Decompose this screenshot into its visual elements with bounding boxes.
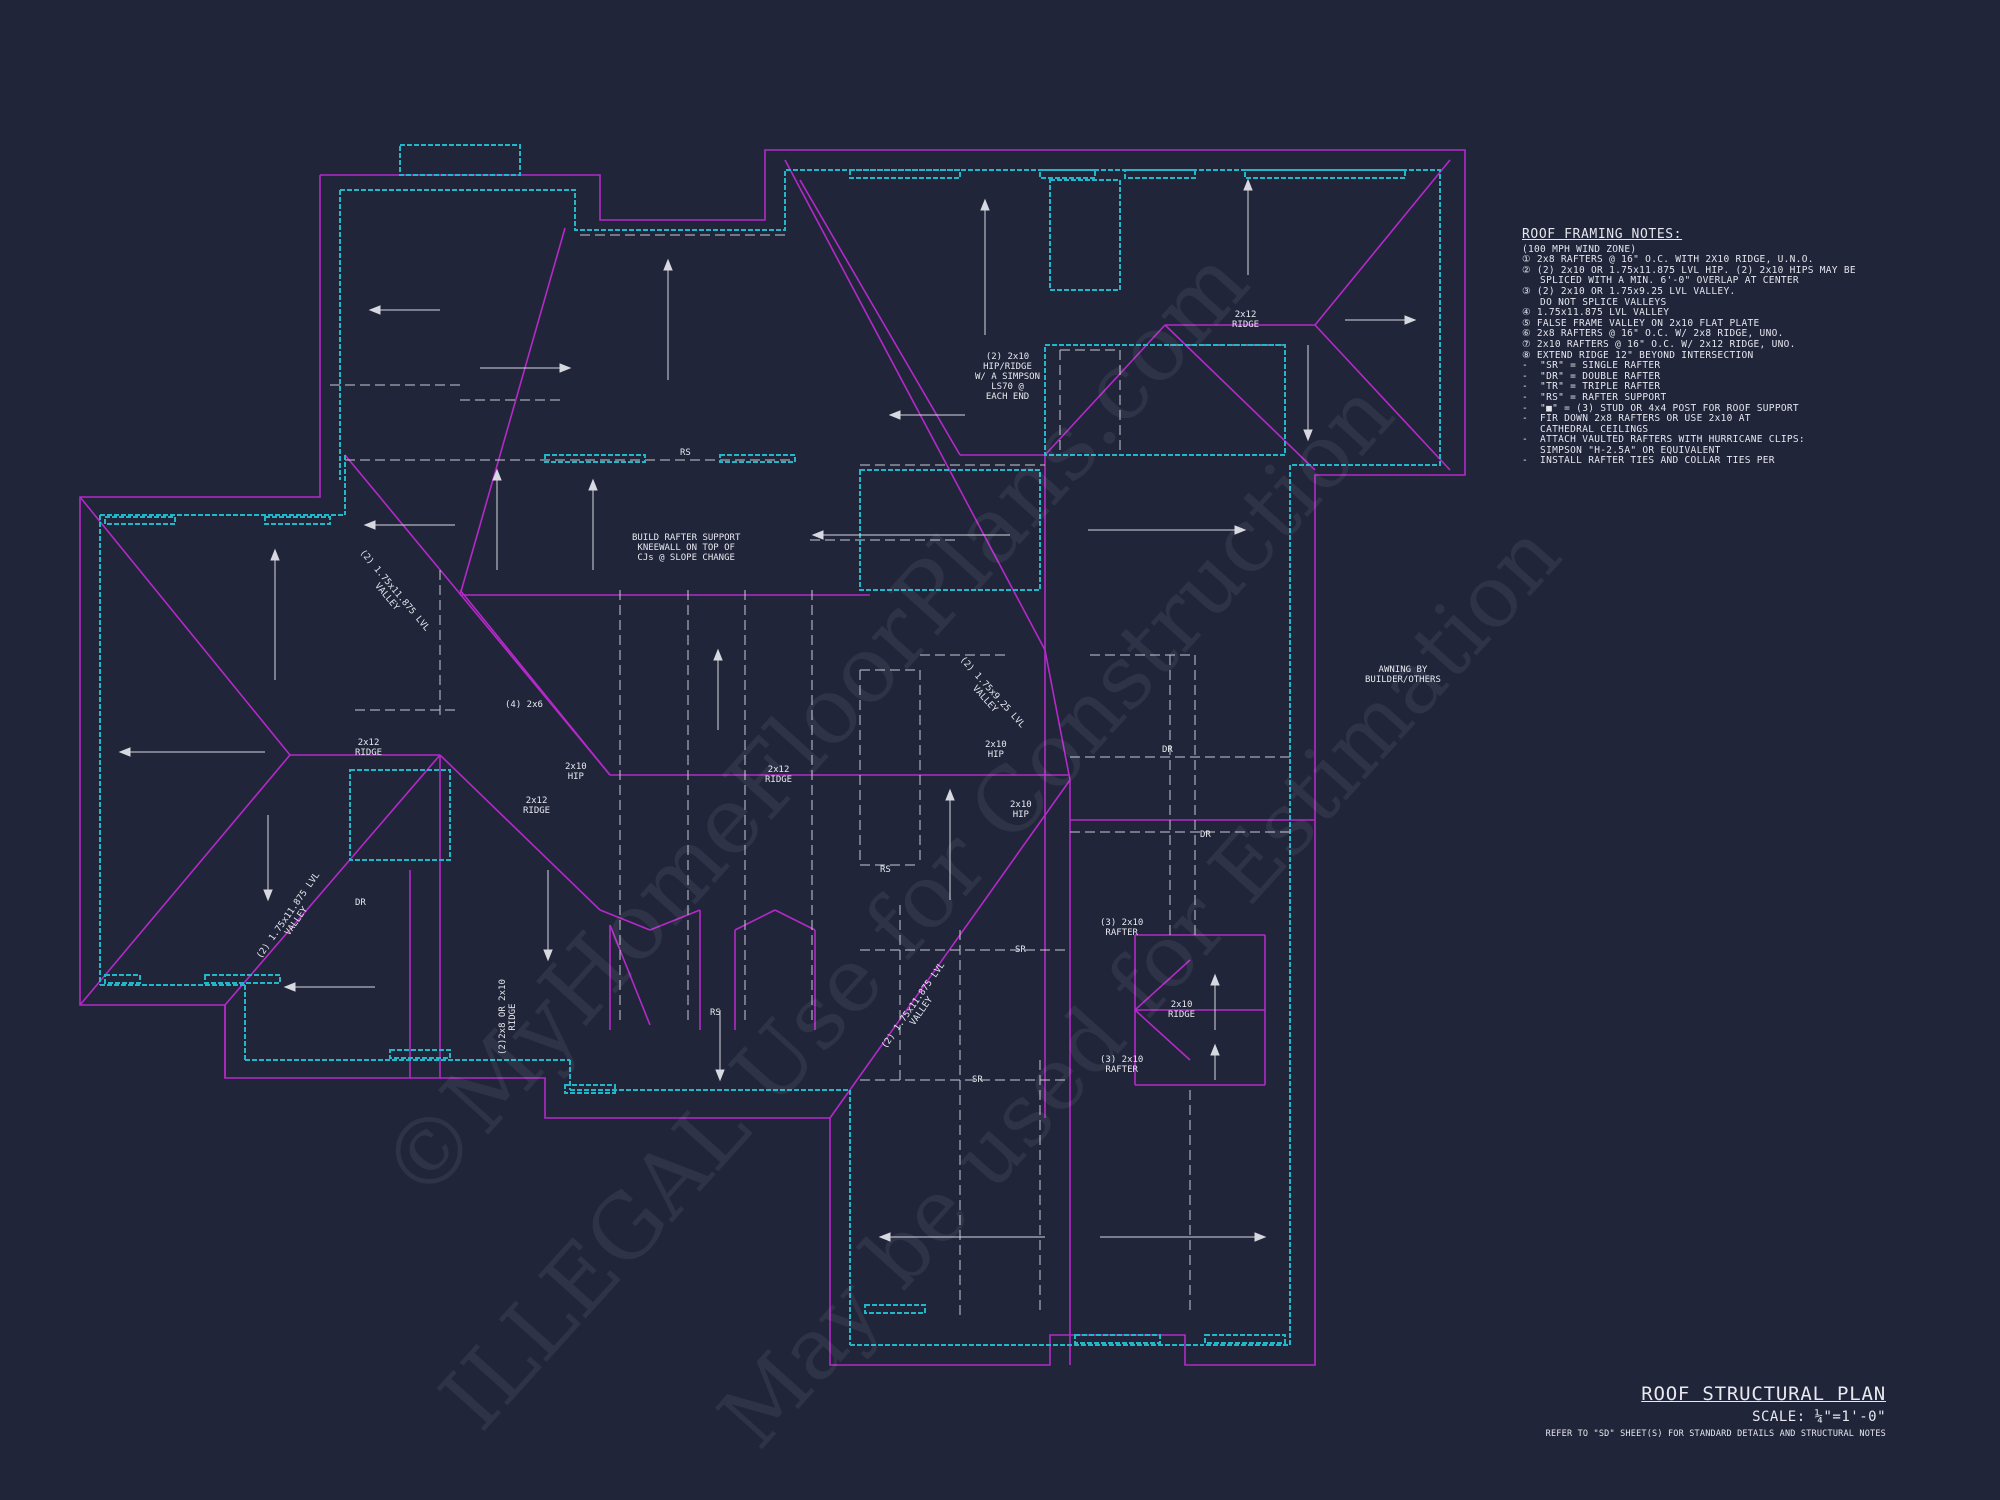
note-19: SIMPSON "H-2.5A" OR EQUIVALENT — [1522, 444, 1721, 456]
hip-label-3: 2x10 HIP — [1010, 800, 1032, 820]
rs-label-2: RS — [880, 865, 891, 875]
sr-label-1: SR — [1015, 945, 1026, 955]
dr-label-2: DR — [1200, 830, 1211, 840]
note-4: ③ (2) 2x10 OR 1.75x9.25 LVL VALLEY. — [1522, 285, 1736, 297]
rafter-3-label-1: (3) 2x10 RAFTER — [1100, 918, 1144, 938]
plan-title: ROOF STRUCTURAL PLAN — [1641, 1383, 1886, 1405]
hip-ridge-callout: (2) 2x10 HIP/RIDGE W/ A SIMPSON LS70 @ E… — [975, 352, 1041, 402]
note-10: ⑧ EXTEND RIDGE 12" BEYOND INTERSECTION — [1522, 349, 1754, 361]
rafter-3-label-2: (3) 2x10 RAFTER — [1100, 1055, 1144, 1075]
note-20: - INSTALL RAFTER TIES AND COLLAR TIES PE… — [1522, 455, 1775, 467]
note-0: (100 MPH WIND ZONE) — [1522, 243, 1637, 255]
rafter-lines — [330, 234, 1290, 1315]
note-18: - ATTACH VAULTED RAFTERS WITH HURRICANE … — [1522, 434, 1805, 446]
four-2x6-label: (4) 2x6 — [505, 700, 543, 710]
roof-outline — [79, 149, 1466, 1366]
rafter-support-callout: BUILD RAFTER SUPPORT KNEEWALL ON TOP OF … — [632, 533, 741, 563]
note-7: ⑤ FALSE FRAME VALLEY ON 2x10 FLAT PLATE — [1522, 317, 1760, 329]
note-3: SPLICED WITH A MIN. 6'-0" OVERLAP AT CEN… — [1522, 275, 1799, 287]
note-11: - "SR" = SINGLE RAFTER — [1522, 360, 1661, 372]
note-14: - "RS" = RAFTER SUPPORT — [1522, 391, 1667, 403]
ridge-label-5: 2x10 RIDGE — [1168, 1000, 1196, 1020]
note-6: ④ 1.75x11.875 LVL VALLEY — [1522, 307, 1670, 319]
note-5: DO NOT SPLICE VALLEYS — [1522, 296, 1667, 308]
roof-framing-notes: ROOF FRAMING NOTES: (100 MPH WIND ZONE) … — [1522, 227, 1942, 467]
rs-label-3: RS — [710, 1008, 721, 1018]
span-arrows — [118, 178, 1417, 1242]
note-12: - "DR" = DOUBLE RAFTER — [1522, 370, 1661, 382]
awning-callout: AWNING BY BUILDER/OTHERS — [1365, 665, 1441, 685]
ridge-2x8-label: (2)2x8 OR 2x10 RIDGE — [498, 979, 518, 1055]
ridge-label-2: 2x12 RIDGE — [355, 738, 383, 758]
plan-scale: SCALE: ¼"=1'-0" — [1752, 1409, 1886, 1425]
note-2: ② (2) 2x10 OR 1.75x11.875 LVL HIP. (2) 2… — [1522, 264, 1856, 276]
note-1: ① 2x8 RAFTERS @ 16" O.C. WITH 2X10 RIDGE… — [1522, 254, 1814, 266]
note-13: - "TR" = TRIPLE RAFTER — [1522, 381, 1661, 393]
note-15: - "■" = (3) STUD OR 4x4 POST FOR ROOF SU… — [1522, 402, 1799, 414]
plan-reference-note: REFER TO "SD" SHEET(S) FOR STANDARD DETA… — [1545, 1429, 1886, 1439]
ridge-label-4: 2x12 RIDGE — [765, 765, 793, 785]
dr-label-3: DR — [355, 898, 366, 908]
rs-label-1: RS — [680, 448, 691, 458]
note-17: CATHEDRAL CEILINGS — [1522, 423, 1649, 435]
sr-label-2: SR — [972, 1075, 983, 1085]
hip-label-1: 2x10 HIP — [565, 762, 587, 782]
ridge-label-1: 2x12 RIDGE — [1232, 310, 1260, 330]
hip-label-2: 2x10 HIP — [985, 740, 1007, 760]
notes-title: ROOF FRAMING NOTES: — [1522, 227, 1683, 242]
note-9: ⑦ 2x10 RAFTERS @ 16" O.C. W/ 2x12 RIDGE,… — [1522, 338, 1796, 350]
note-8: ⑥ 2x8 RAFTERS @ 16" O.C. W/ 2x8 RIDGE, U… — [1522, 328, 1784, 340]
note-16: - FIR DOWN 2x8 RAFTERS OR USE 2x10 AT — [1522, 413, 1751, 425]
walls — [99, 144, 1441, 1346]
dr-label-1: DR — [1162, 745, 1173, 755]
title-block: ROOF STRUCTURAL PLAN SCALE: ¼"=1'-0" REF… — [1546, 1383, 1886, 1439]
ridge-label-3: 2x12 RIDGE — [523, 796, 551, 816]
